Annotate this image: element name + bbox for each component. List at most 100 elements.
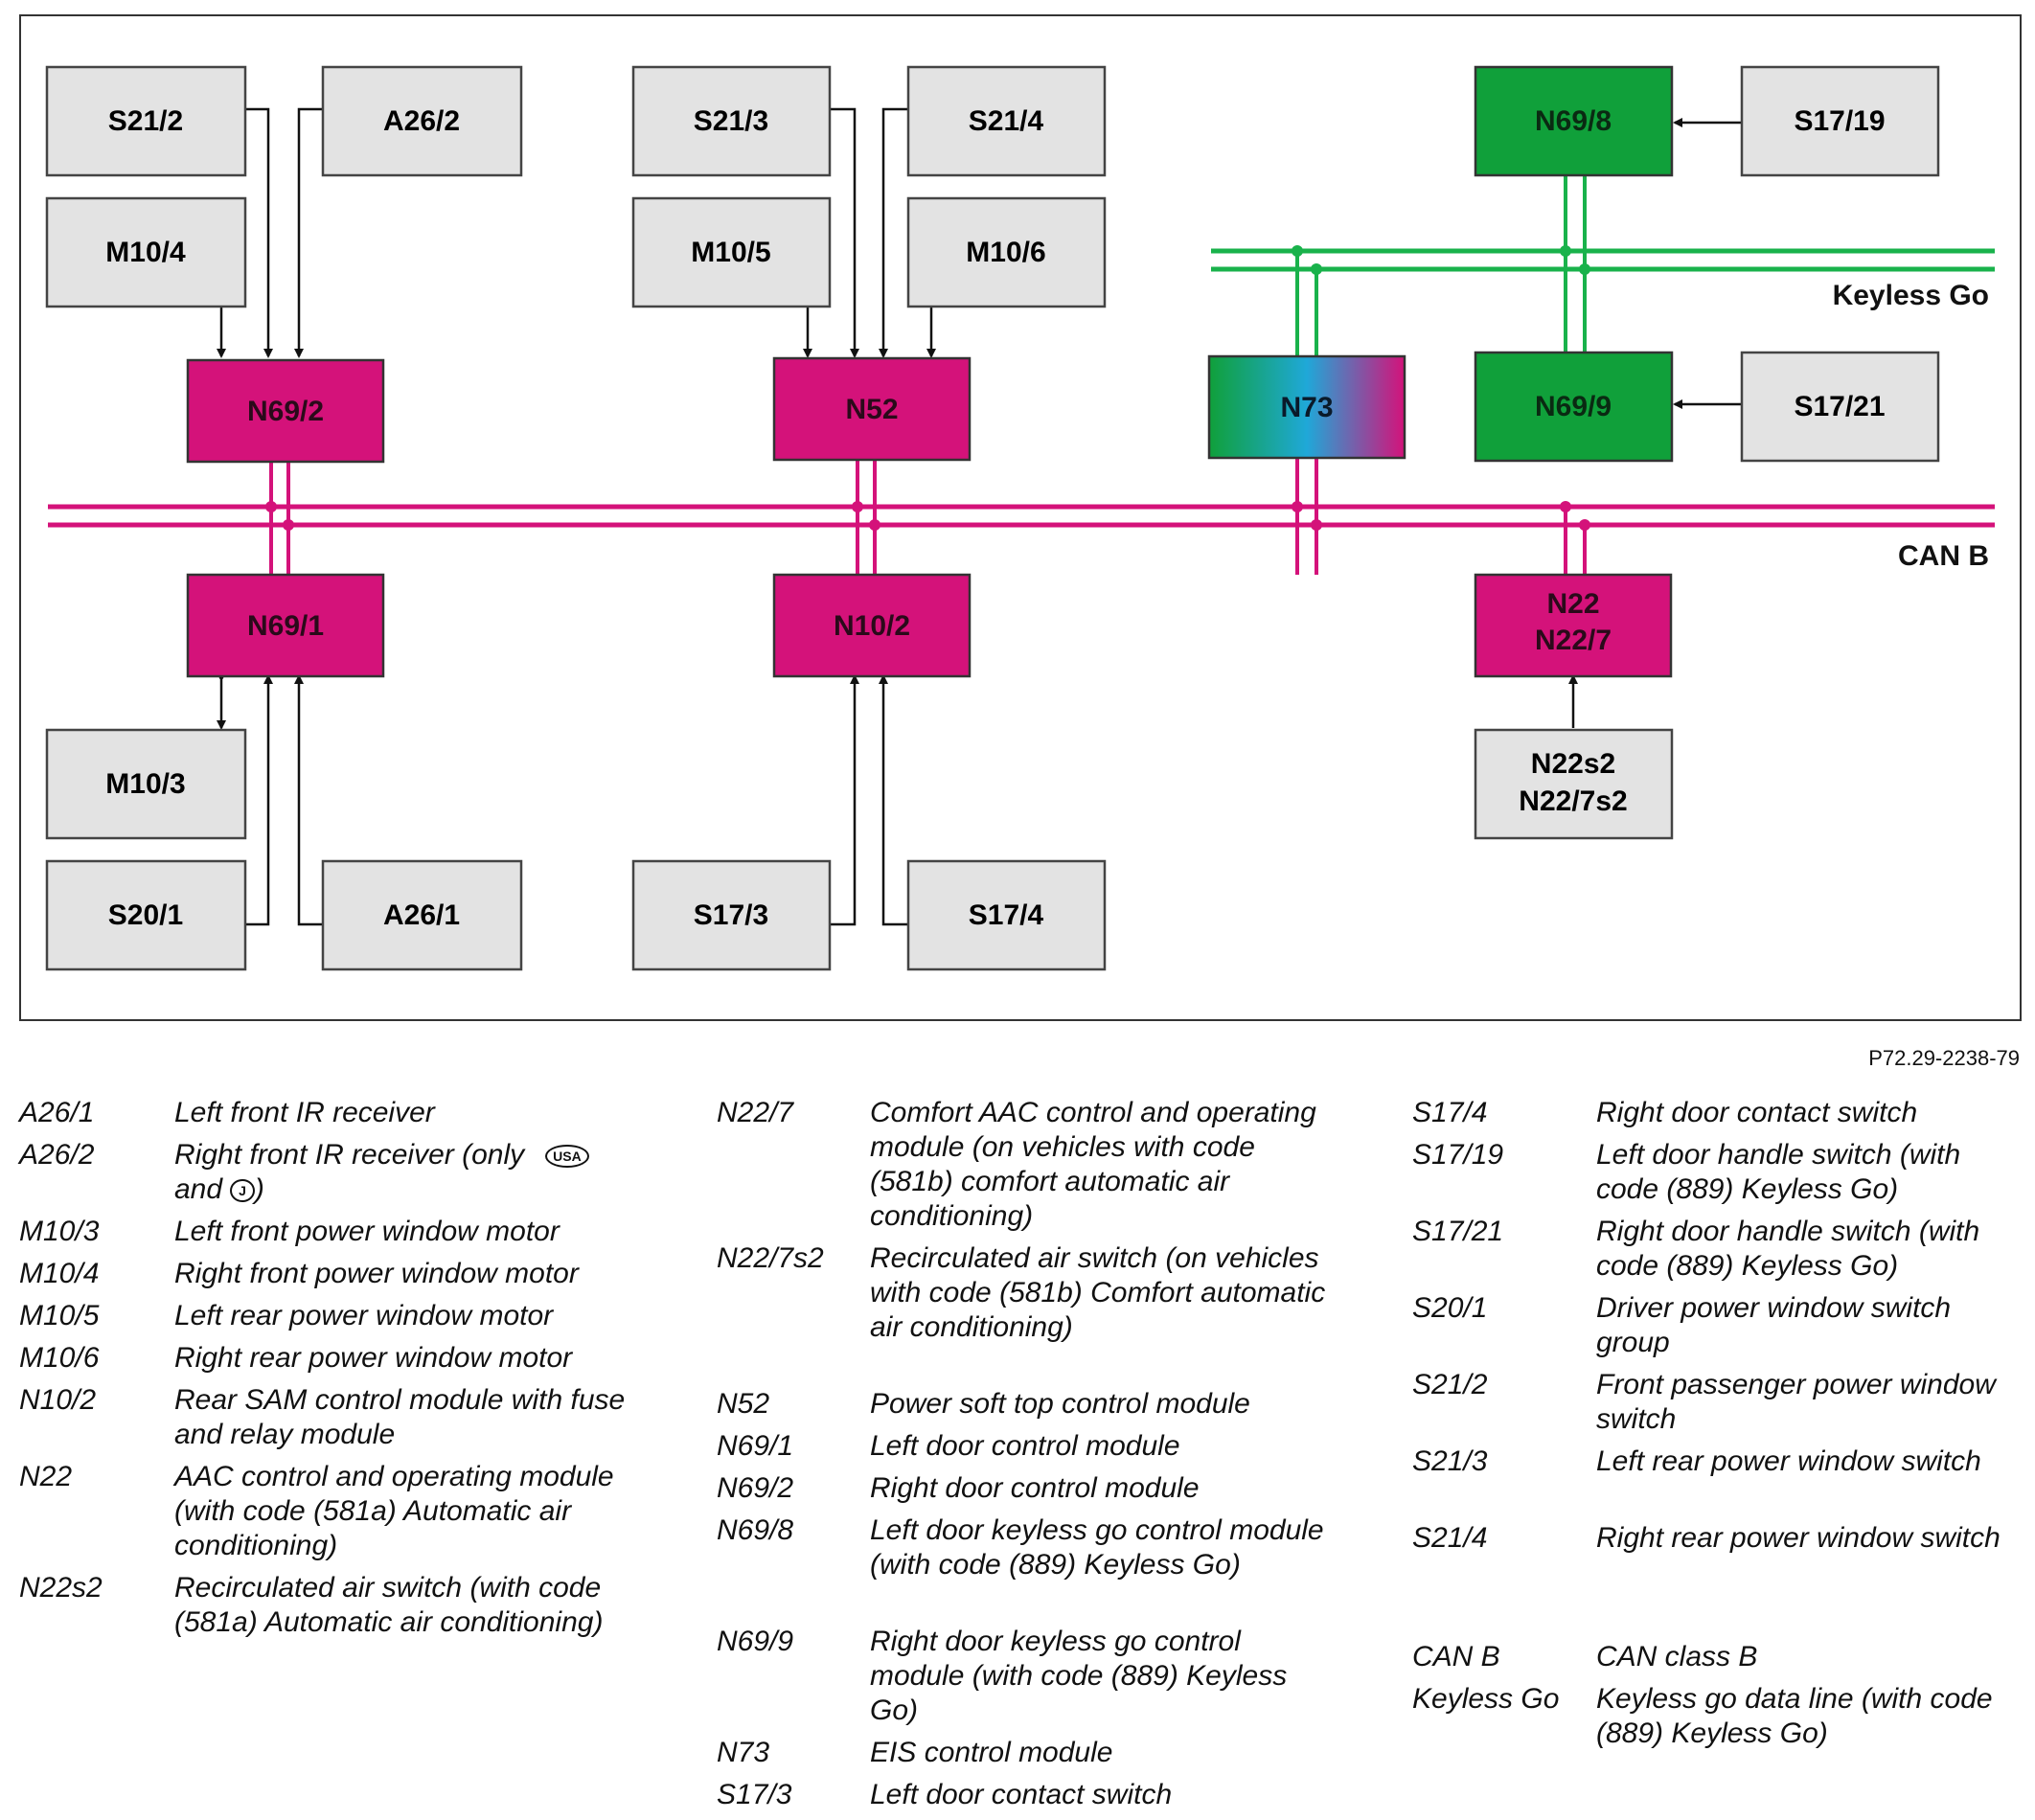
legend-code: N52 xyxy=(717,1388,770,1420)
legend-desc: Left rear power window switch xyxy=(1596,1445,1981,1477)
can-b-bus xyxy=(48,504,1995,528)
legend-desc: Left rear power window motor xyxy=(174,1300,554,1331)
module-n69-1: N69/1 xyxy=(186,573,385,678)
legend-code: A26/2 xyxy=(19,1139,95,1171)
legend-item: S20/1 Driver power window switch group xyxy=(1412,1291,2025,1364)
legend-desc: Right front power window motor xyxy=(174,1258,579,1289)
legend-item: N52 Power soft top control module xyxy=(717,1387,1330,1425)
legend-code: N22/7 xyxy=(717,1097,794,1128)
legend-desc: Left door contact switch xyxy=(870,1779,1173,1810)
module-label: S17/21 xyxy=(1794,391,1885,422)
module-label: N10/2 xyxy=(834,610,910,642)
legend-item: S21/4 Right rear power window switch xyxy=(1412,1521,2025,1636)
legend-item: N69/9 Right door keyless go control modu… xyxy=(717,1625,1330,1732)
module-s21-3: S21/3 xyxy=(631,65,832,177)
module-n22: N22 N22/7 xyxy=(1474,573,1673,678)
figure-reference: P72.29-2238-79 xyxy=(1868,1046,2020,1070)
legend-code: S17/19 xyxy=(1412,1139,1504,1171)
can-b-drops xyxy=(269,458,1318,575)
module-m10-4: M10/4 xyxy=(45,196,247,308)
legend-code: Keyless Go xyxy=(1412,1683,1560,1715)
legend-item: M10/6 Right rear power window motor xyxy=(19,1341,632,1379)
module-m10-6: M10/6 xyxy=(906,196,1107,308)
legend-desc: Front passenger power window switch xyxy=(1596,1369,1996,1435)
legend-item: N22 AAC control and operating module (wi… xyxy=(19,1460,632,1567)
japan-badge-icon: J xyxy=(230,1179,255,1203)
legend-item: M10/4 Right front power window motor xyxy=(19,1257,632,1295)
legend-column-1: A26/1 Left front IR receiver A26/2 Right… xyxy=(19,1096,632,1682)
module-n22s2: N22s2 N22/7s2 xyxy=(1474,728,1674,840)
legend-code: N69/8 xyxy=(717,1514,794,1546)
module-s21-2: S21/2 xyxy=(45,65,247,177)
module-label: S21/4 xyxy=(969,105,1044,137)
module-label: N22/7s2 xyxy=(1519,785,1627,817)
legend-item: N22s2 Recirculated air switch (with code… xyxy=(19,1571,632,1678)
legend-desc: Power soft top control module xyxy=(870,1388,1250,1420)
legend-code: M10/3 xyxy=(19,1216,100,1247)
module-label: N22/7 xyxy=(1535,625,1612,656)
wiring-diagram: S21/2 A26/2 M10/4 M10/3 S20/1 A26/1 S21/… xyxy=(19,14,2022,1021)
module-label: A26/1 xyxy=(383,899,460,931)
keyless-go-bus xyxy=(1211,248,1995,272)
legend-item: M10/5 Left rear power window motor xyxy=(19,1299,632,1337)
legend-desc: Right door control module xyxy=(870,1472,1200,1504)
legend-item: S17/4 Right door contact switch xyxy=(1412,1096,2025,1134)
module-label: N69/9 xyxy=(1535,391,1612,422)
keyless-go-nodes xyxy=(1292,245,1590,275)
legend-desc: Driver power window switch group xyxy=(1596,1292,1952,1358)
module-m10-3: M10/3 xyxy=(45,728,247,840)
module-label: M10/4 xyxy=(105,237,186,268)
legend-desc: Left door keyless go control module (wit… xyxy=(870,1514,1324,1581)
module-label: N69/2 xyxy=(247,396,324,427)
module-s21-4: S21/4 xyxy=(906,65,1107,177)
legend-item: S17/19 Left door handle switch (with cod… xyxy=(1412,1138,2025,1211)
keyless-go-drops xyxy=(1295,176,1587,356)
legend-item: S21/2 Front passenger power window switc… xyxy=(1412,1368,2025,1441)
module-n52: N52 xyxy=(772,356,972,462)
legend-desc: Recirculated air switch (on vehicles wit… xyxy=(870,1242,1326,1343)
legend-item: N73 EIS control module xyxy=(717,1736,1330,1774)
module-a26-2: A26/2 xyxy=(321,65,523,177)
module-label: S17/19 xyxy=(1794,105,1885,137)
legend-desc: CAN class B xyxy=(1596,1641,1758,1672)
legend-desc: Right rear power window switch xyxy=(1596,1522,2001,1554)
module-s17-19: S17/19 xyxy=(1740,65,1940,177)
module-label: N52 xyxy=(845,394,898,425)
legend-item: N22/7 Comfort AAC control and operating … xyxy=(717,1096,1330,1238)
legend-code: S17/4 xyxy=(1412,1097,1488,1128)
legend-code: S21/4 xyxy=(1412,1522,1488,1554)
legend-desc: Left front power window motor xyxy=(174,1216,560,1247)
module-label: M10/3 xyxy=(105,768,185,800)
legend-item: Keyless Go Keyless go data line (with co… xyxy=(1412,1682,2025,1755)
module-s17-4: S17/4 xyxy=(906,859,1107,971)
legend-desc: AAC control and operating module (with c… xyxy=(174,1461,614,1561)
module-s17-3: S17/3 xyxy=(631,859,832,971)
legend-code: M10/5 xyxy=(19,1300,100,1331)
module-s20-1: S20/1 xyxy=(45,859,247,971)
legend-code: S20/1 xyxy=(1412,1292,1488,1324)
legend-code: N69/1 xyxy=(717,1430,794,1462)
legend-column-2: N22/7 Comfort AAC control and operating … xyxy=(717,1096,1330,1820)
legend-desc: Left door handle switch (with code (889)… xyxy=(1596,1139,1961,1205)
legend-item: M10/3 Left front power window motor xyxy=(19,1215,632,1253)
legend-desc: Left front IR receiver xyxy=(174,1097,435,1128)
legend-desc: Right door handle switch (with code (889… xyxy=(1596,1216,1980,1282)
module-label: S21/3 xyxy=(694,105,768,137)
diagram-frame xyxy=(19,14,2022,1021)
legend-desc: Recirculated air switch (with code (581a… xyxy=(174,1572,604,1638)
legend-desc: Comfort AAC control and operating module… xyxy=(870,1097,1316,1232)
legend-item: N22/7s2 Recirculated air switch (on vehi… xyxy=(717,1241,1330,1383)
legend-item: S21/3 Left rear power window switch xyxy=(1412,1445,2025,1517)
legend-desc: Keyless go data line (with code (889) Ke… xyxy=(1596,1683,1993,1749)
legend-code: S17/21 xyxy=(1412,1216,1504,1247)
module-m10-5: M10/5 xyxy=(631,196,832,308)
legend-desc: EIS control module xyxy=(870,1737,1113,1768)
module-label: N22 xyxy=(1546,588,1599,620)
legend-desc: Rear SAM control module with fuse and re… xyxy=(174,1384,626,1450)
legend-code: N73 xyxy=(717,1737,770,1768)
module-label: S17/4 xyxy=(969,899,1044,931)
legend-code: N22/7s2 xyxy=(717,1242,824,1274)
module-n69-2: N69/2 xyxy=(186,358,385,464)
legend-code: N69/9 xyxy=(717,1626,794,1657)
